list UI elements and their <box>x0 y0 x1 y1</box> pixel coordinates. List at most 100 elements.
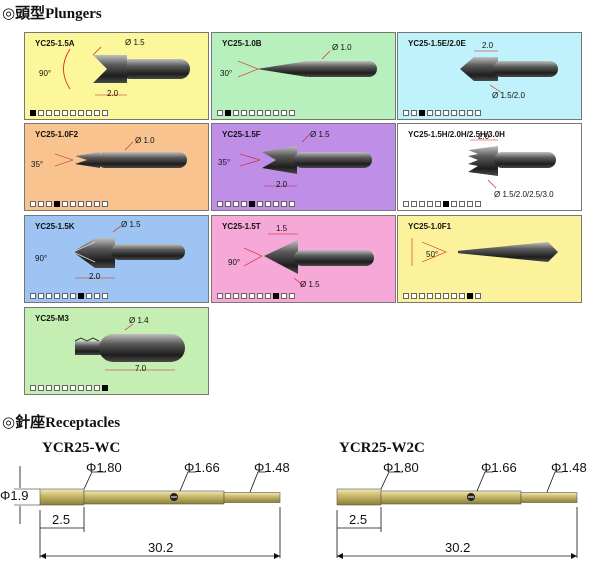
indicator-square <box>38 201 44 207</box>
indicator-square <box>102 201 108 207</box>
receptacle-total-length: 30.2 <box>445 540 471 555</box>
indicator-square <box>30 293 36 299</box>
indicator-square <box>443 110 449 116</box>
plunger-angle: 90° <box>35 254 48 263</box>
indicator-square <box>102 110 108 116</box>
indicator-square <box>435 293 441 299</box>
plunger-illustration <box>239 133 372 187</box>
receptacle-total-length: 30.2 <box>148 540 174 555</box>
indicator-square <box>411 293 417 299</box>
receptacle-short-length: 2.5 <box>349 512 368 527</box>
indicator-square <box>225 293 231 299</box>
indicator-square <box>78 293 84 299</box>
receptacle-head-diameter: Φ1.9 <box>0 488 29 503</box>
plunger-length: 2.0 <box>276 180 288 189</box>
indicator-square <box>281 110 287 116</box>
indicator-square <box>94 201 100 207</box>
plunger-diameter: Ø 1.5 <box>310 130 330 139</box>
plunger-illustration <box>460 50 558 94</box>
receptacle-drawing <box>336 471 578 559</box>
receptacles-heading: ◎針座Receptacles <box>2 415 121 431</box>
indicator-square <box>30 110 36 116</box>
indicator-square <box>443 293 449 299</box>
indicator-square <box>38 385 44 391</box>
indicator-square <box>451 110 457 116</box>
indicator-square <box>475 293 481 299</box>
indicator-square <box>38 293 44 299</box>
plunger-diameter: Ø 1.0 <box>135 136 155 145</box>
indicator-squares <box>217 201 295 207</box>
indicator-square <box>217 201 223 207</box>
indicator-square <box>70 201 76 207</box>
indicator-square <box>427 201 433 207</box>
indicator-square <box>217 293 223 299</box>
receptacle-diameter-2: Φ1.66 <box>481 460 517 475</box>
indicator-square <box>241 293 247 299</box>
plunger-diameter: Ø 1.5 <box>121 220 141 229</box>
indicator-square <box>70 293 76 299</box>
indicator-square <box>54 293 60 299</box>
indicator-square <box>289 293 295 299</box>
indicator-square <box>78 110 84 116</box>
indicator-square <box>419 293 425 299</box>
indicator-square <box>249 201 255 207</box>
indicator-square <box>403 110 409 116</box>
indicator-square <box>46 385 52 391</box>
indicator-square <box>30 385 36 391</box>
indicator-square <box>38 110 44 116</box>
indicator-square <box>94 110 100 116</box>
receptacle-short-length: 2.5 <box>52 512 71 527</box>
indicator-square <box>467 110 473 116</box>
indicator-square <box>257 201 263 207</box>
plunger-model: YC25-M3 <box>35 314 69 323</box>
plungers-heading: ◎頭型Plungers <box>2 6 102 22</box>
indicator-square <box>46 201 52 207</box>
indicator-square <box>403 201 409 207</box>
plunger-length: 2.0 <box>89 272 101 281</box>
indicator-square <box>94 385 100 391</box>
plunger-model: YC25-1.5F <box>222 130 261 139</box>
indicator-square <box>265 201 271 207</box>
plunger-illustration <box>72 225 185 279</box>
indicator-square <box>54 110 60 116</box>
indicator-squares <box>403 110 481 116</box>
indicator-square <box>86 201 92 207</box>
indicator-square <box>467 201 473 207</box>
receptacle-diameter-1: Φ1.80 <box>86 460 122 475</box>
indicator-square <box>241 110 247 116</box>
indicator-square <box>225 110 231 116</box>
indicator-square <box>70 385 76 391</box>
indicator-square <box>265 293 271 299</box>
indicator-square <box>30 201 36 207</box>
indicator-square <box>273 293 279 299</box>
plunger-diameter: Ø 1.4 <box>129 316 149 325</box>
indicator-squares <box>30 293 108 299</box>
indicator-square <box>419 110 425 116</box>
plunger-model: YC25-1.0F1 <box>408 222 452 231</box>
indicator-square <box>86 385 92 391</box>
plunger-length: 2.0 <box>482 41 494 50</box>
indicator-square <box>233 293 239 299</box>
indicator-square <box>411 110 417 116</box>
indicator-square <box>102 293 108 299</box>
indicator-squares <box>30 110 108 116</box>
plunger-model: YC25-1.5E/2.0E <box>408 39 466 48</box>
indicator-square <box>78 201 84 207</box>
indicator-square <box>435 201 441 207</box>
indicator-square <box>459 201 465 207</box>
indicator-square <box>467 293 473 299</box>
indicator-square <box>62 293 68 299</box>
indicator-square <box>70 110 76 116</box>
indicator-square <box>459 110 465 116</box>
indicator-square <box>475 110 481 116</box>
plunger-model: YC25-1.5T <box>222 222 261 231</box>
indicator-square <box>94 293 100 299</box>
indicator-squares <box>30 385 108 391</box>
indicator-square <box>273 201 279 207</box>
indicator-square <box>46 293 52 299</box>
